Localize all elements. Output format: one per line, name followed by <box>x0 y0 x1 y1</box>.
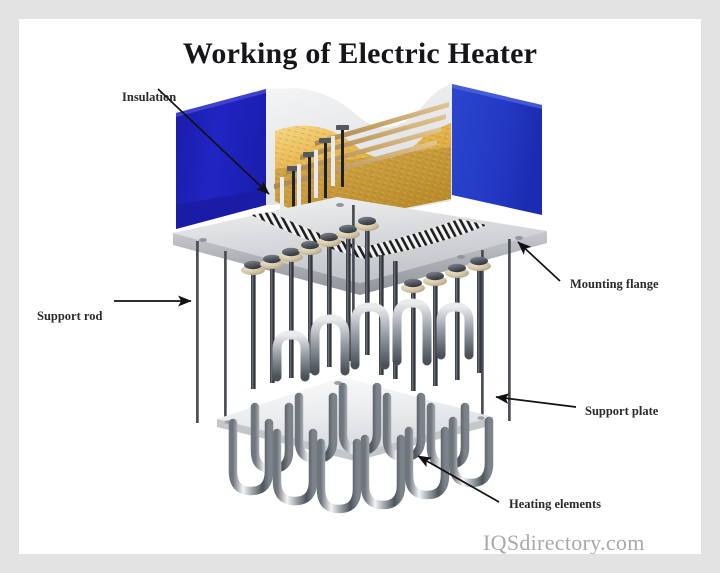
support-rod-group <box>196 205 511 423</box>
callout-label-insulation: Insulation <box>122 90 177 104</box>
busbar <box>300 114 446 160</box>
heating-element <box>228 418 274 496</box>
watermark: IQSdirectory.com <box>483 530 645 554</box>
terminal-bushing <box>467 256 491 271</box>
insulator-sleeve <box>331 136 335 186</box>
enclosure-wall-left-lower <box>176 189 266 229</box>
support-rod <box>481 250 484 422</box>
heating-element-bend <box>436 302 474 360</box>
support-plate-hole <box>477 416 485 420</box>
element-stem <box>317 232 341 367</box>
element-stem <box>279 247 303 378</box>
heating-element <box>360 434 406 510</box>
terminal-post <box>319 138 332 198</box>
terminal-bushing <box>298 240 322 255</box>
heating-element-bend <box>272 330 310 382</box>
flange-bolt-hole <box>515 236 523 240</box>
heating-element-bend <box>310 314 350 376</box>
heating-element-bend <box>392 298 432 366</box>
element-stem <box>355 216 379 355</box>
callout-label-support-rod: Support rod <box>37 309 103 323</box>
heating-element-stubs <box>258 361 442 409</box>
terminal-post <box>287 166 300 220</box>
element-stem <box>445 263 469 380</box>
flange-bolt-hole <box>199 238 207 242</box>
support-rod <box>224 251 227 421</box>
page-title: Working of Electric Heater <box>182 37 538 70</box>
insulation-texture <box>275 123 451 225</box>
busbar <box>315 102 449 146</box>
callout-label-heating-elements: Heating elements <box>509 497 601 511</box>
element-stem <box>241 260 265 389</box>
figure-canvas: Working of Electric Heater <box>19 19 701 554</box>
terminal-bushing <box>260 254 284 269</box>
terminal-post-group <box>280 125 349 221</box>
heating-element-upper-bends <box>272 298 474 382</box>
terminal-bushing <box>355 216 379 231</box>
element-stem <box>423 271 447 386</box>
support-rod <box>196 241 199 423</box>
heating-element-bend <box>350 302 390 370</box>
terminal-bushing <box>336 224 360 239</box>
element-stem <box>336 224 360 361</box>
heating-element <box>316 438 362 514</box>
terminal-bushing <box>241 260 265 275</box>
insulator-sleeve <box>314 150 318 198</box>
element-stem <box>260 254 284 383</box>
callout-label-support-plate: Support plate <box>585 404 659 418</box>
terminal-post <box>336 125 349 187</box>
heating-element <box>272 428 318 506</box>
support-rod <box>508 239 511 421</box>
terminal-bushing <box>445 263 469 278</box>
enclosure-wall-right <box>452 84 542 215</box>
flange-bolt-hole <box>336 203 344 207</box>
flange-bolt-hole <box>457 255 465 259</box>
terminal-bushing <box>423 271 447 286</box>
terminal-post <box>303 152 316 208</box>
callout-label-mounting-flange: Mounting flange <box>570 277 659 291</box>
support-rod <box>352 205 355 315</box>
insulator-sleeve <box>297 164 301 210</box>
terminal-bushing <box>279 247 303 262</box>
enclosure-wall-right-top-edge <box>452 84 542 109</box>
element-stem <box>467 256 491 373</box>
element-stem <box>298 240 322 373</box>
element-stem <box>401 278 425 391</box>
terminal-bushing <box>317 232 341 247</box>
insulator-sleeve <box>280 177 284 221</box>
terminal-bushing <box>401 278 425 293</box>
